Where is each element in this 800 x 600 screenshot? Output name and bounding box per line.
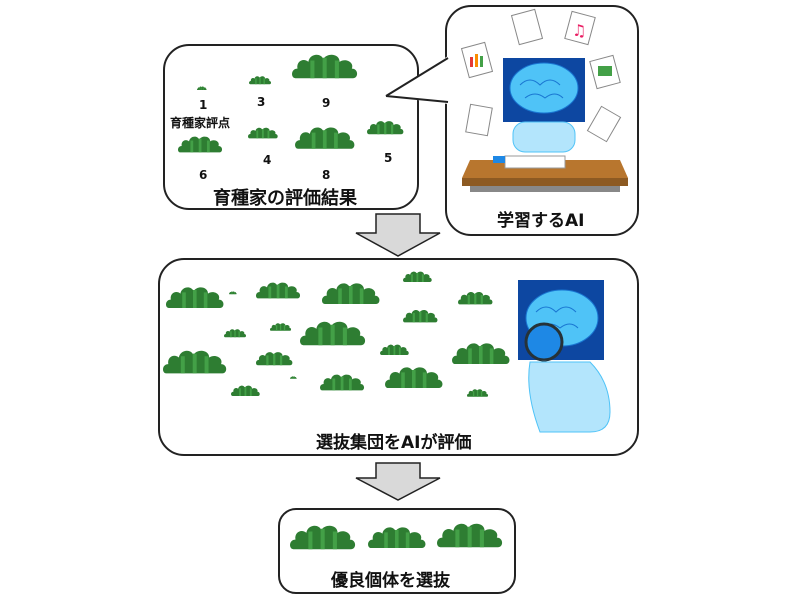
score-1: 1	[199, 98, 208, 112]
down-arrow-1	[355, 213, 441, 257]
population-shrubs	[161, 270, 512, 398]
shrub	[290, 526, 355, 549]
score-4: 4	[263, 153, 272, 167]
shrub	[161, 348, 229, 376]
selected-shrubs	[290, 524, 502, 549]
shrub	[383, 365, 445, 390]
shrub	[300, 322, 365, 345]
shrub	[366, 525, 428, 550]
shrub	[466, 388, 489, 398]
breeder-score-label: 育種家評点	[170, 116, 231, 130]
svg-text:♫: ♫	[572, 21, 586, 40]
shrub	[456, 290, 494, 306]
shrub	[437, 524, 502, 547]
score-8: 8	[322, 168, 331, 182]
score-3: 3	[257, 95, 266, 109]
evaluation-panel-title: 選抜集団をAIが評価	[316, 433, 472, 453]
selection-panel-title: 優良個体を選抜	[331, 571, 450, 591]
shrub	[379, 343, 410, 356]
shrub	[164, 285, 226, 310]
selection-panel	[278, 508, 516, 594]
score-6: 6	[199, 168, 208, 182]
score-9: 9	[322, 96, 331, 110]
evaluating-ai-illustration	[518, 280, 611, 433]
shrub	[223, 328, 247, 338]
shrub	[230, 384, 261, 397]
shrub	[401, 308, 439, 324]
learning-ai-illustration: ♫	[460, 8, 628, 192]
magnifier-icon	[524, 322, 564, 362]
shrub	[254, 281, 302, 300]
ai-learning-title: 学習するAI	[497, 211, 585, 231]
shrub	[228, 291, 237, 295]
down-arrow-2	[355, 462, 441, 501]
breeder-panel-title: 育種家の評価結果	[213, 188, 357, 209]
shrub	[450, 341, 512, 366]
shrub	[320, 281, 382, 306]
shrub	[318, 373, 366, 392]
shrub	[269, 322, 292, 332]
shrub	[289, 376, 297, 380]
shrub	[402, 270, 433, 283]
score-5: 5	[384, 151, 393, 165]
shrub	[254, 350, 294, 367]
